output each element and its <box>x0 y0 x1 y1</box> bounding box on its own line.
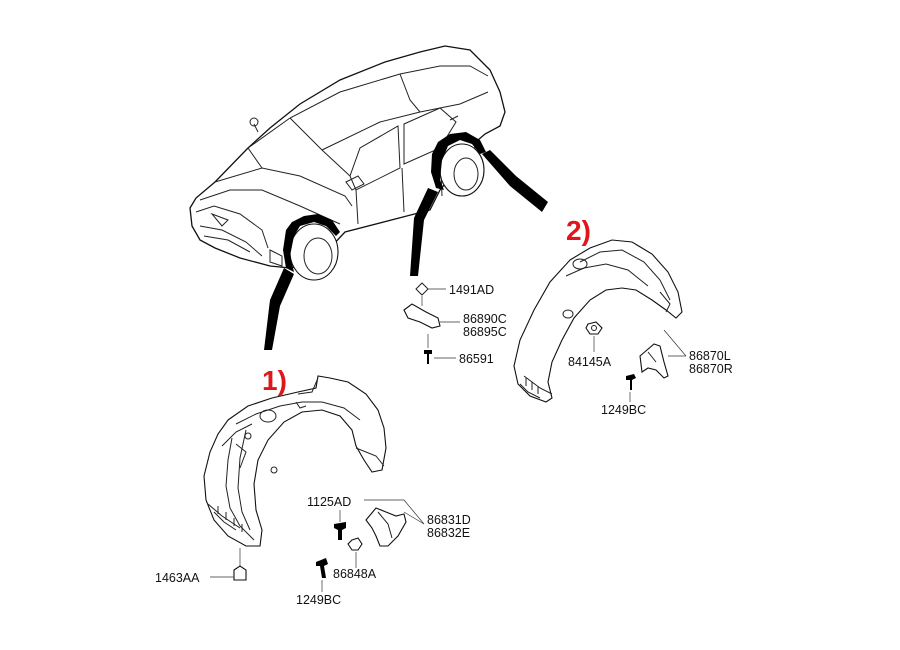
label-86890c: 86890C <box>463 312 507 326</box>
label-1125ad: 1125AD <box>307 495 351 509</box>
label-86848a: 86848A <box>333 567 377 581</box>
bolt-1249bc-rear-shape <box>626 374 636 390</box>
rear-wheel-liner <box>513 239 687 403</box>
bolt-1125ad-shape <box>334 522 346 540</box>
label-1249bc-rear: 1249BC <box>601 403 646 417</box>
nut-84145a-shape <box>585 321 603 335</box>
screw-86591-shape <box>424 350 432 364</box>
mudguard-86870-shape <box>639 343 669 379</box>
mudguard-86831-shape <box>365 507 407 547</box>
label-1249bc-front: 1249BC <box>296 593 341 607</box>
clip-1463aa-shape <box>233 565 247 581</box>
label-86895c: 86895C <box>463 325 507 339</box>
label-1463aa: 1463AA <box>155 571 200 585</box>
label-84145a: 84145A <box>568 355 612 369</box>
bracket-shape <box>403 303 441 329</box>
nut-86848a-shape <box>347 537 363 551</box>
front-hardware-group <box>316 499 425 592</box>
label-86832e: 86832E <box>427 526 470 540</box>
label-86870r: 86870R <box>689 362 733 376</box>
callout-front: 1) <box>262 365 287 396</box>
label-86831d: 86831D <box>427 513 471 527</box>
label-1491ad: 1491AD <box>449 283 494 297</box>
rear-hardware-group <box>403 282 460 364</box>
car-illustration <box>189 45 548 350</box>
front-wheel-liner <box>203 375 387 581</box>
clip-1491ad-shape <box>415 282 429 296</box>
label-86591: 86591 <box>459 352 494 366</box>
callout-rear: 2) <box>566 215 591 246</box>
label-86870l: 86870L <box>689 349 731 363</box>
bolt-1249bc-front-shape <box>316 558 328 578</box>
